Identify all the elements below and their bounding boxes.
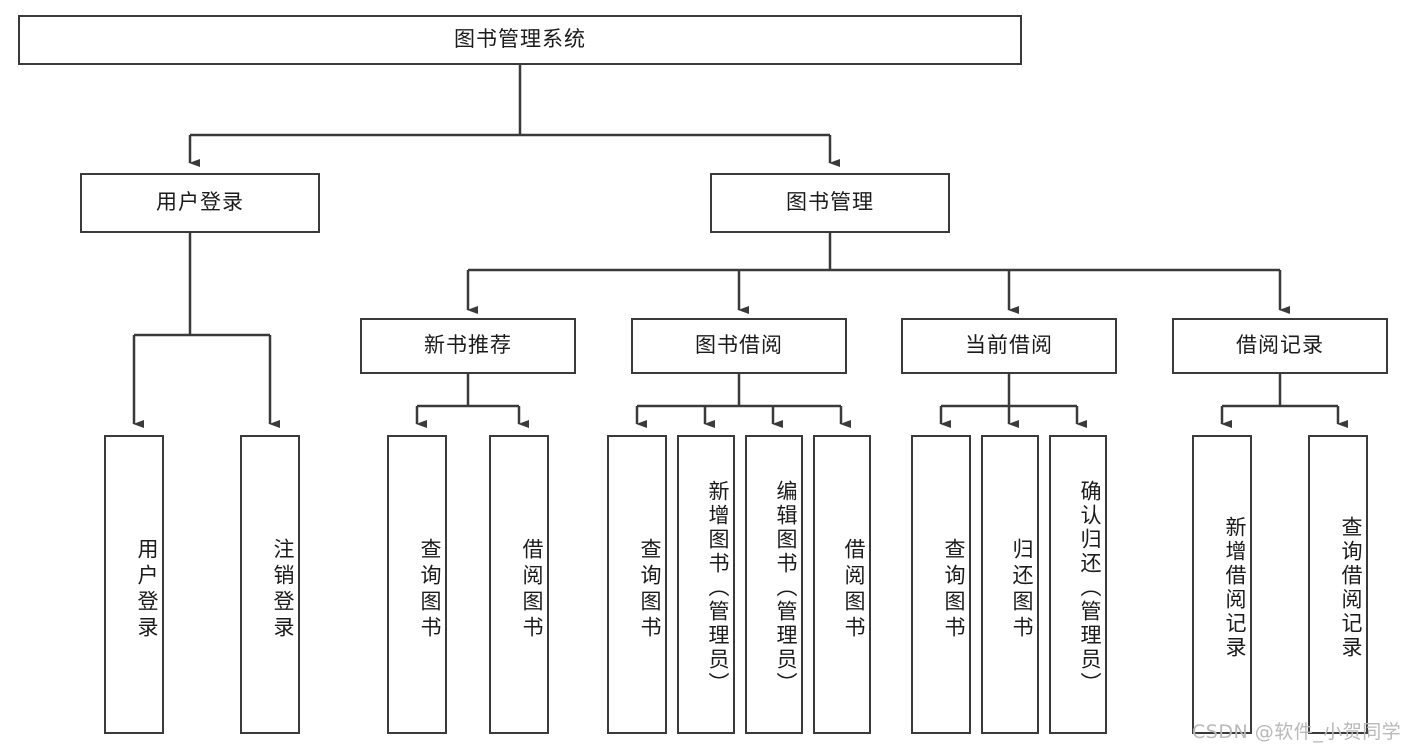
- node-leaf-logout-login-label: 注销登录: [271, 537, 295, 642]
- node-leaf-add-borrow-record-label: 新增借阅记录: [1223, 515, 1247, 660]
- node-leaf-query-book-2[interactable]: 查询图书: [607, 435, 667, 734]
- node-leaf-user-login-label: 用户登录: [135, 537, 159, 642]
- node-leaf-logout-login[interactable]: 注销登录: [240, 435, 300, 734]
- node-leaf-add-book-admin[interactable]: 新增图书（管理员）: [677, 435, 735, 734]
- node-new-book-recommend-label: 新书推荐: [424, 333, 512, 358]
- node-leaf-query-borrow-record[interactable]: 查询借阅记录: [1308, 435, 1368, 734]
- node-leaf-return-book[interactable]: 归还图书: [981, 435, 1039, 734]
- node-leaf-add-book-admin-label: 新增图书（管理员）: [706, 479, 730, 696]
- node-user-login[interactable]: 用户登录: [80, 173, 320, 233]
- node-book-management[interactable]: 图书管理: [710, 173, 950, 233]
- node-new-book-recommend[interactable]: 新书推荐: [360, 318, 576, 374]
- node-leaf-borrow-book-1-label: 借阅图书: [520, 537, 544, 642]
- node-leaf-query-book-2-label: 查询图书: [638, 537, 662, 642]
- node-book-management-label: 图书管理: [786, 190, 874, 215]
- node-root[interactable]: 图书管理系统: [18, 15, 1022, 65]
- node-leaf-borrow-book-2-label: 借阅图书: [842, 537, 866, 642]
- node-leaf-add-borrow-record[interactable]: 新增借阅记录: [1192, 435, 1252, 734]
- node-leaf-query-book-3-label: 查询图书: [942, 537, 966, 642]
- node-leaf-edit-book-admin[interactable]: 编辑图书（管理员）: [745, 435, 803, 734]
- node-leaf-return-book-label: 归还图书: [1010, 537, 1034, 642]
- node-leaf-query-book-1[interactable]: 查询图书: [387, 435, 447, 734]
- node-user-login-label: 用户登录: [156, 190, 244, 215]
- node-leaf-borrow-book-2[interactable]: 借阅图书: [813, 435, 871, 734]
- node-current-borrow[interactable]: 当前借阅: [901, 318, 1117, 374]
- node-root-label: 图书管理系统: [454, 27, 586, 52]
- node-leaf-query-book-1-label: 查询图书: [418, 537, 442, 642]
- csdn-watermark: CSDN @软件_小贺同学: [1192, 717, 1401, 744]
- node-leaf-confirm-return-admin[interactable]: 确认归还（管理员）: [1049, 435, 1107, 734]
- node-book-borrow-label: 图书借阅: [695, 333, 783, 358]
- node-borrow-record[interactable]: 借阅记录: [1172, 318, 1388, 374]
- csdn-watermark-text: CSDN @软件_小贺同学: [1192, 721, 1402, 743]
- node-leaf-query-borrow-record-label: 查询借阅记录: [1339, 515, 1363, 660]
- node-leaf-query-book-3[interactable]: 查询图书: [911, 435, 971, 734]
- node-leaf-edit-book-admin-label: 编辑图书（管理员）: [774, 479, 798, 696]
- node-borrow-record-label: 借阅记录: [1236, 333, 1324, 358]
- node-leaf-user-login[interactable]: 用户登录: [104, 435, 164, 734]
- node-leaf-borrow-book-1[interactable]: 借阅图书: [489, 435, 549, 734]
- node-book-borrow[interactable]: 图书借阅: [631, 318, 847, 374]
- node-current-borrow-label: 当前借阅: [965, 333, 1053, 358]
- node-leaf-confirm-return-admin-label: 确认归还（管理员）: [1078, 479, 1102, 696]
